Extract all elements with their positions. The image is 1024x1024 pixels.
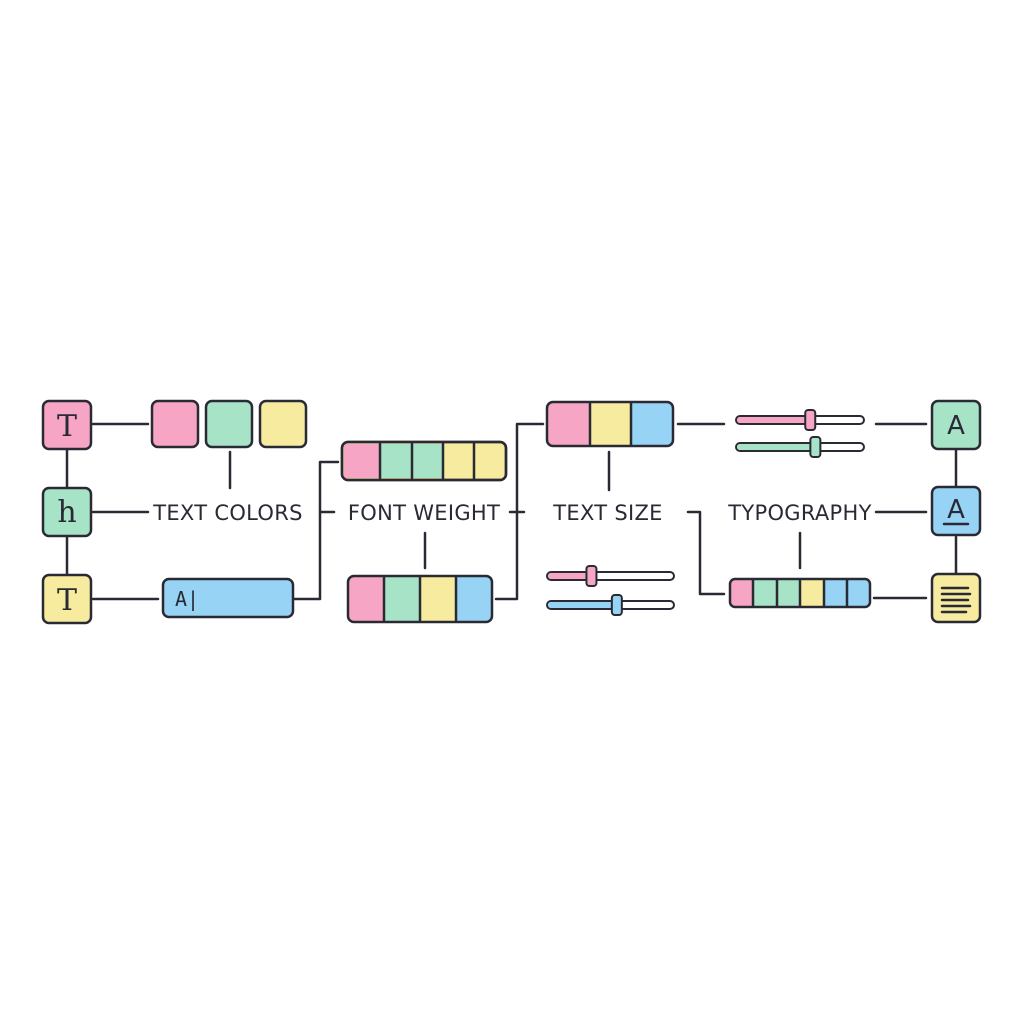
fw-top-seg-pink [344,444,380,478]
swatch-pink[interactable] [150,399,200,449]
fw-top-seg-green1 [380,444,412,478]
slider-mid-pink-knob[interactable] [585,565,598,587]
label-typography: TYPOGRAPHY [727,501,872,525]
ty-seg-green2 [777,580,800,606]
label-text-size: TEXT SIZE [552,501,663,525]
glyph-t-bottom: T [57,583,77,618]
slider-top-green-knob[interactable] [809,436,822,458]
fw-bot-seg-blue [456,577,492,621]
connectors [65,422,958,601]
swatch-yellow[interactable] [258,399,308,449]
slider-top-pink[interactable] [735,409,865,431]
slider-mid-blue-knob[interactable] [610,594,623,616]
glyph-box-a-top-bg [930,399,982,451]
slider-top-pink-fill [737,417,811,423]
ty-seg-blue2 [847,580,869,606]
slider-mid-pink[interactable] [546,565,675,587]
slider-mid-pink-fill [548,573,592,579]
glyph-box-t-top[interactable]: T [41,399,93,451]
swatch-green[interactable] [204,399,254,449]
sliders [546,409,865,616]
ty-seg-yellow [800,580,824,606]
ty-seg-pink [731,580,753,606]
glyph-t-top: T [57,409,77,444]
ty-seg-blue1 [824,580,847,606]
slider-top-green-fill [737,444,816,450]
slider-top-green[interactable] [735,436,865,458]
slider-mid-blue[interactable] [546,594,675,616]
glyph-box-h-bg [41,486,93,538]
glyph-box-t-bottom[interactable]: T [41,573,93,625]
glyph-box-t-top-bg [41,399,93,451]
slider-top-pink-knob[interactable] [804,409,817,431]
glyph-box-a-mid[interactable]: A [930,485,982,537]
glyph-box-h[interactable]: h [41,486,93,538]
glyph-a-top: A [947,411,965,441]
ty-seg-green1 [753,580,777,606]
fw-bot-seg-yellow [420,577,456,621]
glyph-box-align[interactable] [930,572,982,624]
typography-bar[interactable] [728,577,872,609]
label-font-weight: FONT WEIGHT [348,501,500,525]
glyph-box-t-bottom-bg [41,573,93,625]
fw-top-seg-green2 [412,444,443,478]
glyph-h: h [57,495,76,530]
glyph-box-align-bg [930,572,982,624]
ts-seg-pink [548,403,590,445]
text-size-bar[interactable] [545,400,675,448]
font-weight-top-bar[interactable] [340,440,508,482]
text-input-bg [161,577,295,619]
label-text-colors: TEXT COLORS [152,501,303,525]
slider-mid-blue-fill [548,602,617,608]
text-input-value: A| [175,587,199,611]
glyph-box-a-top[interactable]: A [930,399,982,451]
fw-bot-seg-green [384,577,420,621]
glyph-a-mid: A [947,495,965,525]
text-input[interactable]: A| [161,577,295,619]
ts-seg-yellow [590,403,631,445]
align-text-icon [940,586,972,614]
ts-seg-blue [631,403,673,445]
fw-bot-seg-pink [349,577,384,621]
font-weight-bottom-bar[interactable] [346,574,494,624]
